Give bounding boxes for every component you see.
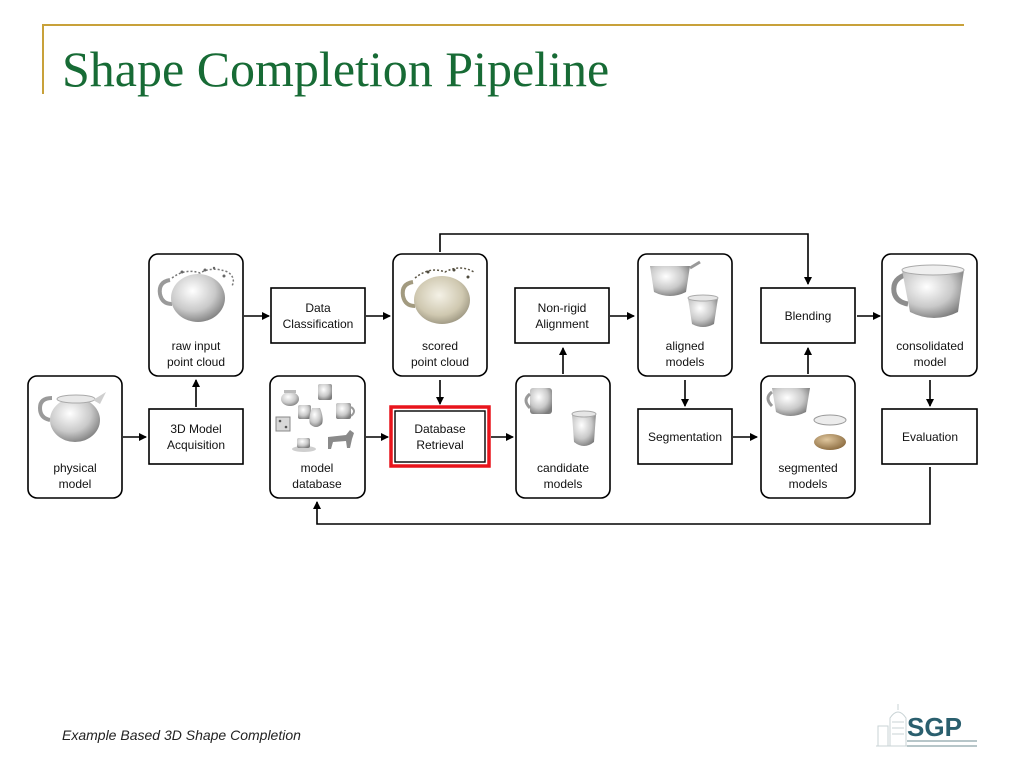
acquisition-label-1: 3D Model (170, 422, 221, 436)
panel-candidate: candidate models (515, 375, 611, 499)
physical-model-label-1: physical (53, 461, 96, 475)
dog-icon (328, 430, 354, 449)
aligned-cup-icon (687, 294, 719, 327)
panel-segmented: segmented models (760, 375, 856, 499)
model-database-label-2: database (292, 477, 342, 491)
nonrigid-label-2: Alignment (535, 317, 589, 331)
panel-physical-model: physical model (27, 375, 123, 499)
segmented-label-2: models (789, 477, 828, 491)
consolidated-label-2: model (914, 355, 947, 369)
box-classification: Data Classification (270, 287, 366, 344)
segmented-base-icon (814, 434, 846, 450)
acquisition-label-2: Acquisition (167, 438, 225, 452)
sgp-logo-icon (876, 704, 912, 747)
title-rule-left (42, 24, 44, 94)
mug-icon (318, 384, 332, 400)
vase-icon (309, 408, 323, 427)
segmentation-label: Segmentation (648, 430, 722, 444)
mug-icon-2 (336, 403, 355, 419)
raw-input-label-2: point cloud (167, 355, 225, 369)
pitcher-icon (37, 392, 106, 442)
title-rule-top (42, 24, 964, 26)
cup-saucer-icon (292, 438, 316, 452)
connectors (123, 233, 934, 525)
scored-label-2: point cloud (411, 355, 469, 369)
consolidated-label-1: consolidated (896, 339, 963, 353)
retrieval-highlight (389, 405, 491, 468)
panel-scored: scored point cloud (392, 253, 488, 377)
box-evaluation: Evaluation (881, 408, 978, 465)
sgp-logo-text: SGP (907, 712, 962, 742)
footer-caption: Example Based 3D Shape Completion (62, 727, 301, 743)
edge-evaluation-to-database (313, 467, 931, 525)
box-blending: Blending (760, 287, 856, 344)
slide-title: Shape Completion Pipeline (62, 41, 610, 97)
blending-label: Blending (785, 309, 832, 323)
evaluation-label: Evaluation (902, 430, 958, 444)
cup-icon (298, 405, 311, 419)
database-thumbnails (275, 384, 355, 452)
candidate-label-1: candidate (537, 461, 589, 475)
classification-label-2: Classification (283, 317, 354, 331)
point-cloud-icon (157, 266, 235, 322)
consolidated-pitcher-icon (891, 264, 965, 318)
candidate-label-2: models (544, 477, 583, 491)
teapot-icon (281, 390, 299, 406)
aligned-pitcher-icon (650, 260, 701, 296)
raw-input-label-1: raw input (172, 339, 221, 353)
panel-consolidated: consolidated model (881, 253, 978, 377)
panel-aligned: aligned models (637, 253, 733, 377)
edge-scored-to-blending (439, 233, 812, 285)
box-nonrigid: Non-rigid Alignment (514, 287, 610, 344)
box-acquisition: 3D Model Acquisition (148, 408, 244, 465)
model-database-label-1: model (301, 461, 334, 475)
segmented-rim-icon (813, 414, 847, 426)
classification-label-1: Data (305, 301, 331, 315)
retrieval-label-1: Database (414, 422, 466, 436)
panel-model-database: model database (269, 375, 366, 499)
aligned-label-1: aligned (666, 339, 705, 353)
aligned-label-2: models (666, 355, 705, 369)
sgp-logo-rule-1 (907, 740, 977, 742)
sgp-logo-rule-2 (907, 745, 977, 747)
die-icon (275, 416, 291, 432)
box-segmentation: Segmentation (637, 408, 733, 465)
candidate-mug-icon (524, 388, 552, 414)
scored-point-cloud-icon (400, 267, 475, 324)
segmented-label-1: segmented (778, 461, 837, 475)
candidate-cup-icon (571, 410, 597, 446)
panel-raw-input: raw input point cloud (148, 253, 244, 377)
retrieval-label-2: Retrieval (416, 438, 463, 452)
nonrigid-label-1: Non-rigid (538, 301, 587, 315)
segmented-pitcher-icon (766, 388, 810, 416)
physical-model-label-2: model (59, 477, 92, 491)
scored-label-1: scored (422, 339, 458, 353)
box-retrieval: Database Retrieval (389, 405, 491, 468)
